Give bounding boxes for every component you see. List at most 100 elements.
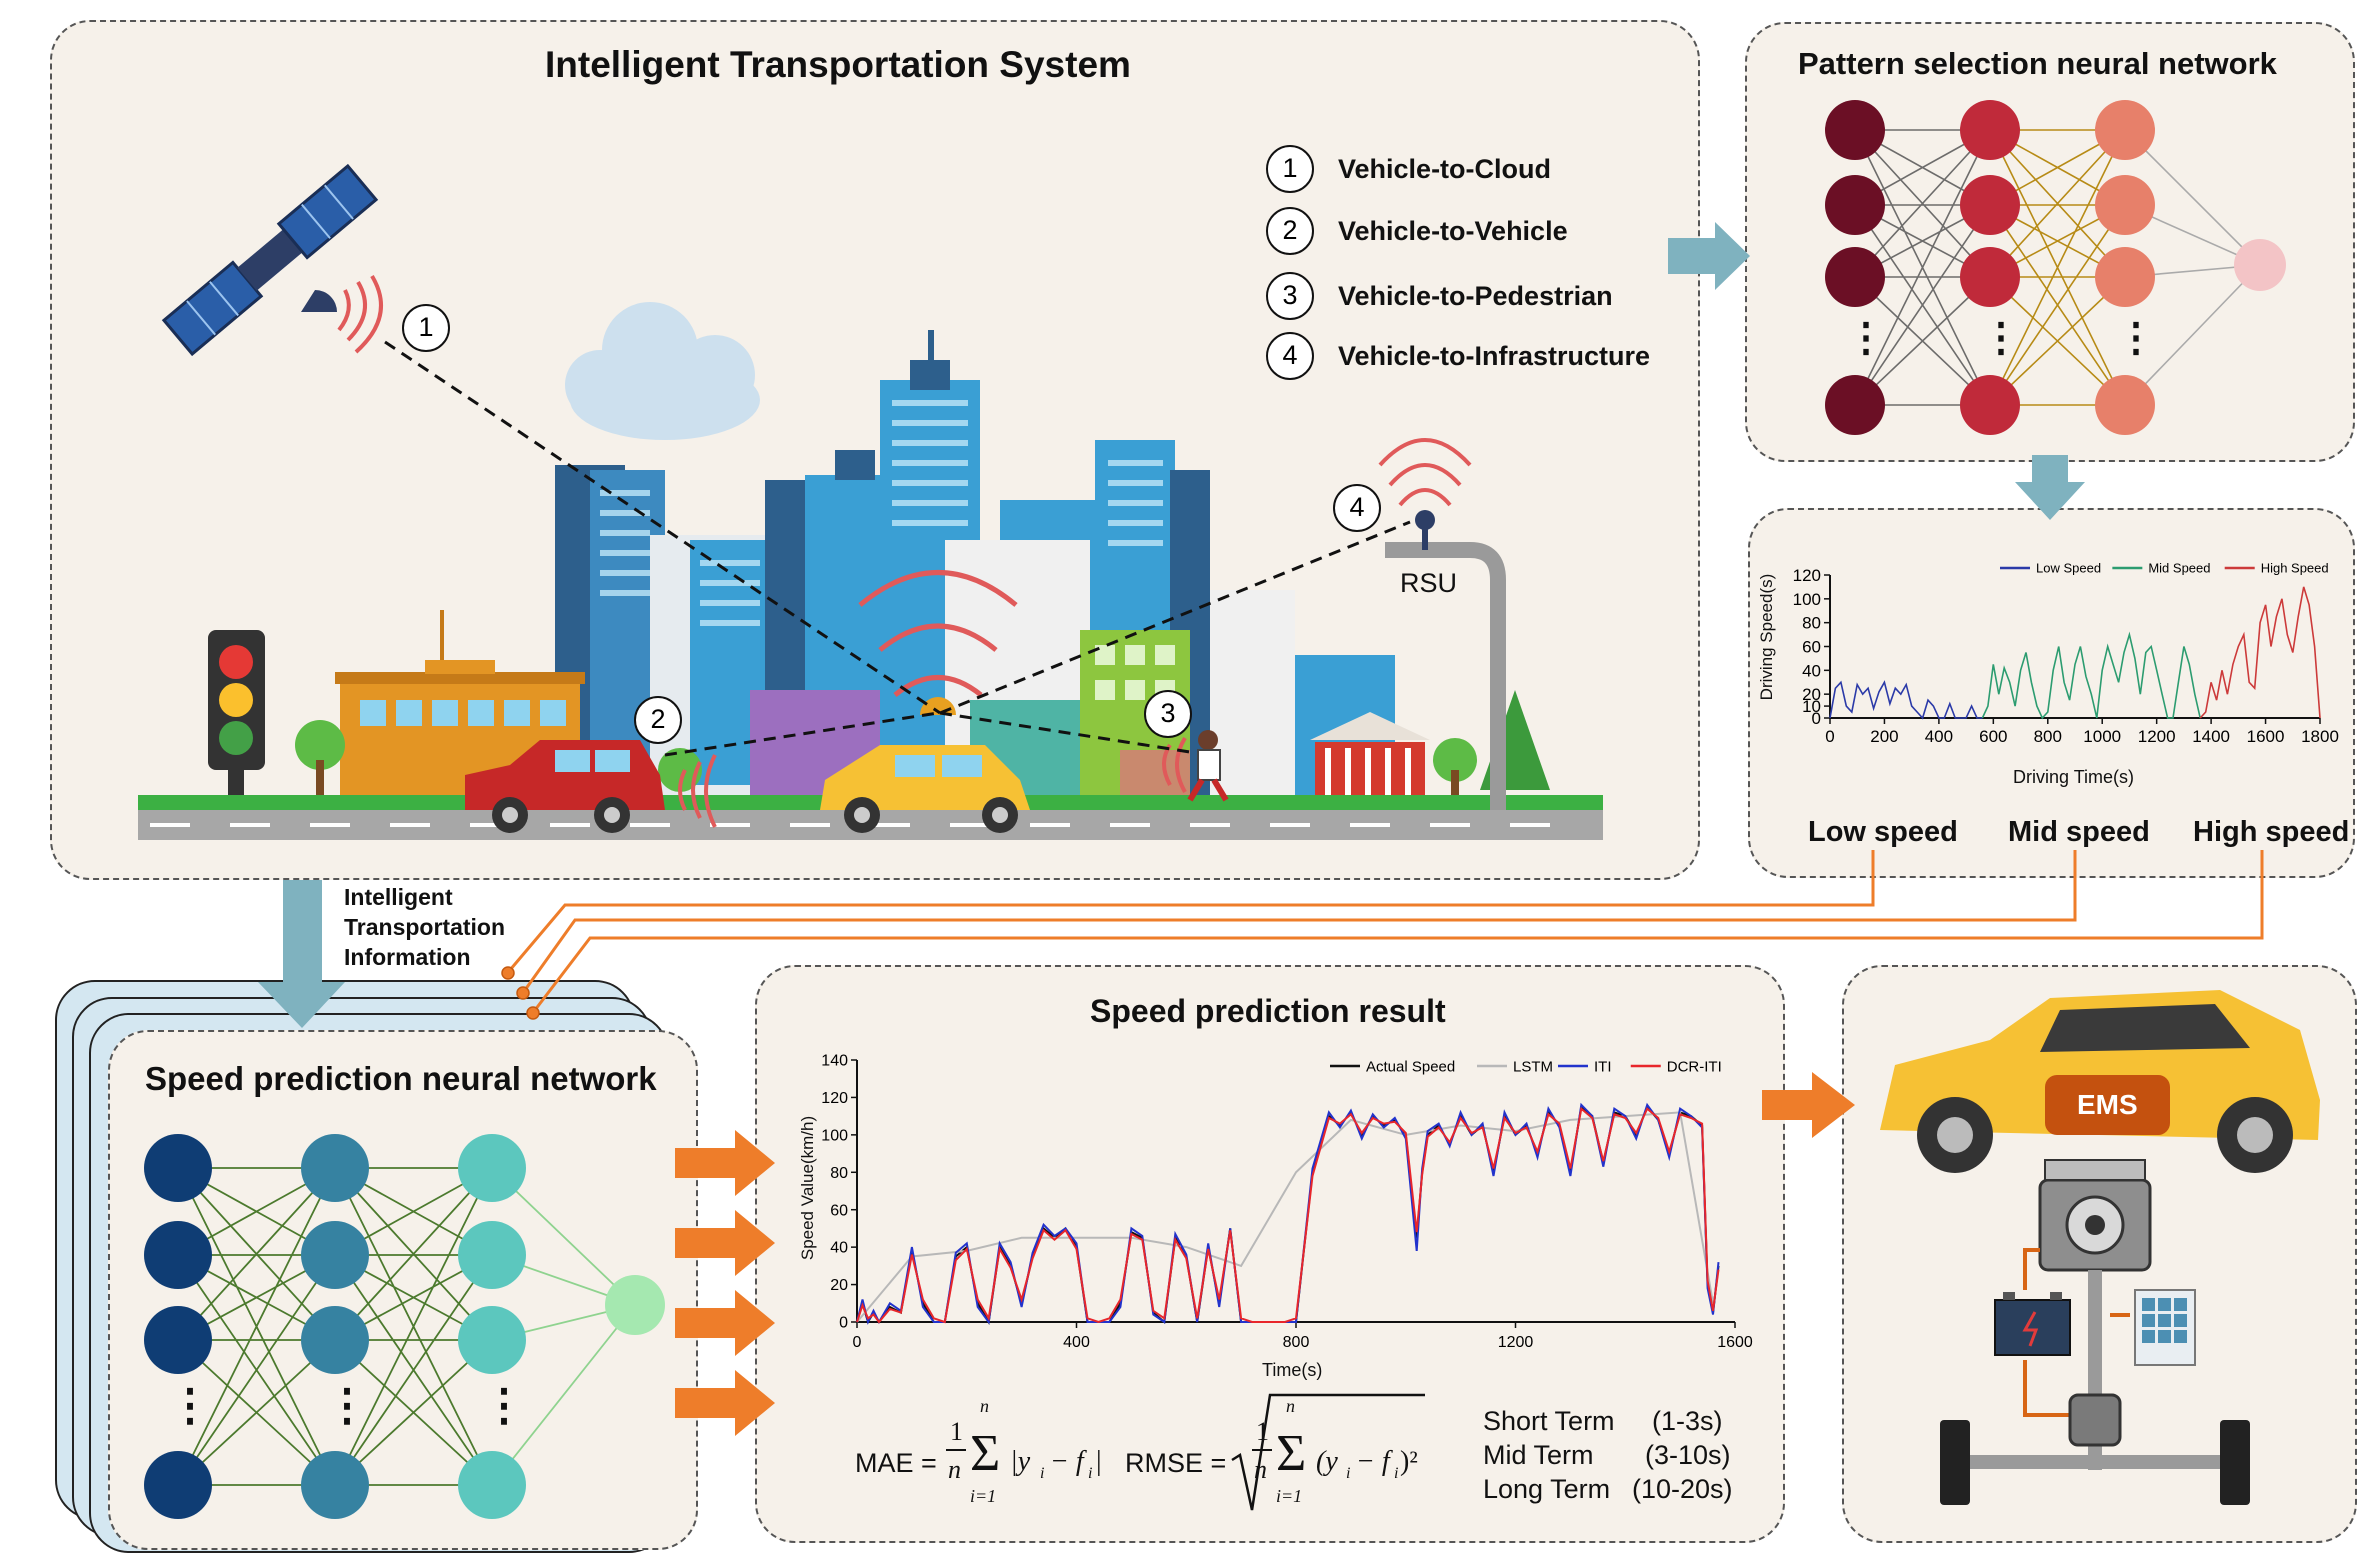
term-long-range: (10-20s) — [1632, 1474, 1733, 1504]
y-tick-label: 60 — [830, 1202, 848, 1219]
svg-text:i: i — [1394, 1465, 1398, 1482]
svg-text:(y: (y — [1316, 1446, 1338, 1477]
svg-text:i: i — [1040, 1465, 1044, 1482]
spnn-panel — [108, 1030, 698, 1550]
legend-entry: ITI — [1594, 1058, 1612, 1075]
arrow-result-to-ems — [1762, 1072, 1855, 1138]
y-tick-label: 120 — [1793, 566, 1821, 585]
legend-num-2: 2 — [1266, 207, 1314, 255]
y-tick-label: 20 — [830, 1277, 848, 1294]
series-line-high-speed — [2199, 586, 2321, 719]
pattern-dots-2: ⋮ — [1981, 316, 2021, 360]
svg-text:i=1: i=1 — [1276, 1486, 1302, 1506]
x-tick-label: 0 — [853, 1334, 862, 1351]
svg-text:Σ: Σ — [970, 1425, 1000, 1482]
svg-text:i: i — [1088, 1465, 1092, 1482]
svg-text:− f: − f — [1356, 1446, 1393, 1477]
arrow-its-to-pattern — [1668, 222, 1750, 290]
series-line-lstm — [856, 1111, 1714, 1323]
svg-text:|y: |y — [1010, 1446, 1031, 1477]
spnn-dots-3: ⋮ — [482, 1381, 526, 1430]
rmse-formula-label: RMSE = — [1125, 1448, 1227, 1478]
legend-entry: DCR-ITI — [1667, 1058, 1722, 1075]
svg-text:1: 1 — [1256, 1417, 1269, 1446]
legend-num-1: 1 — [1266, 145, 1314, 193]
link-marker-3: 3 — [1144, 690, 1192, 738]
y-tick-label: 100 — [1793, 590, 1821, 609]
legend-entry: LSTM — [1513, 1058, 1553, 1075]
x-tick-label: 1800 — [2301, 727, 2339, 746]
pattern-dots-3: ⋮ — [2116, 316, 2156, 360]
term-short-range: (1-3s) — [1652, 1406, 1723, 1436]
rsu-pole-icon — [1378, 438, 1506, 810]
svg-text:1: 1 — [950, 1417, 963, 1446]
battery-icon — [1994, 1292, 2071, 1356]
y-tick-label: 140 — [821, 1053, 848, 1070]
arrow-spnn-to-result-2 — [675, 1210, 775, 1276]
y-tick-label: 80 — [830, 1165, 848, 1182]
svg-text:|: | — [1096, 1446, 1102, 1477]
legend-entry: Mid Speed — [2148, 561, 2210, 576]
legend-label-1: Vehicle-to-Cloud — [1338, 154, 1552, 184]
x-tick-label: 400 — [1925, 727, 1953, 746]
svg-text:n: n — [980, 1396, 989, 1416]
cloud-icon — [565, 302, 760, 440]
legend-label-4: Vehicle-to-Infrastructure — [1338, 341, 1651, 371]
pattern-title: Pattern selection neural network — [1798, 46, 2277, 81]
pattern-dots-1: ⋮ — [1846, 316, 1886, 360]
iti-label-line3: Information — [344, 944, 471, 970]
y-tick-label: 10 — [1802, 697, 1821, 716]
mode-low-label: Low speed — [1808, 816, 1958, 848]
axle-icon — [1940, 1393, 2250, 1505]
pedestrian-icon — [1187, 730, 1229, 802]
term-mid-range: (3-10s) — [1645, 1440, 1731, 1470]
svg-text:− f: − f — [1050, 1446, 1087, 1477]
y-tick-label: 20 — [1802, 685, 1821, 704]
ems-car-icon — [1880, 990, 2320, 1173]
engine-icon — [2038, 1159, 2152, 1272]
satellite-icon — [161, 163, 379, 357]
x-tick-label: 1600 — [2247, 727, 2285, 746]
legend-entry: High Speed — [2261, 561, 2329, 576]
spnn-dots-1: ⋮ — [168, 1381, 212, 1430]
arrow-spnn-to-result-1 — [675, 1130, 775, 1196]
y-tick-label: 40 — [830, 1240, 848, 1257]
svg-text:n: n — [948, 1455, 961, 1484]
series-line-low-speed — [1829, 680, 1983, 720]
result-title: Speed prediction result — [1090, 993, 1446, 1029]
term-mid-name: Mid Term — [1483, 1440, 1594, 1470]
x-tick-label: 600 — [1979, 727, 2007, 746]
red-car-icon — [465, 740, 665, 833]
mode-mid-label: Mid speed — [2008, 816, 2150, 848]
legend-label-3: Vehicle-to-Pedestrian — [1338, 281, 1613, 311]
svg-text:)²: )² — [1400, 1446, 1418, 1477]
x-tick-label: 1000 — [2083, 727, 2121, 746]
yellow-car-icon — [820, 697, 1030, 833]
x-tick-label: 800 — [1283, 1334, 1310, 1351]
legend-entry: Low Speed — [2036, 561, 2101, 576]
svg-text:i: i — [1346, 1465, 1350, 1482]
x-tick-label: 1400 — [2192, 727, 2230, 746]
svg-text:i=1: i=1 — [970, 1486, 996, 1506]
chart1-xlabel: Driving Time(s) — [2013, 767, 2135, 787]
its-title: Intelligent Transportation System — [545, 44, 1131, 85]
spnn-dots-2: ⋮ — [325, 1381, 369, 1430]
legend-entry: Actual Speed — [1366, 1058, 1455, 1075]
link-marker-2: 2 — [634, 696, 682, 744]
x-tick-label: 1200 — [1498, 1334, 1534, 1351]
y-tick-label: 80 — [1802, 614, 1821, 633]
ems-label: EMS — [2077, 1089, 2138, 1120]
svg-text:Σ: Σ — [1276, 1425, 1306, 1482]
x-tick-label: 1600 — [1717, 1334, 1753, 1351]
iti-label-line1: Intelligent — [344, 884, 453, 910]
y-tick-label: 60 — [1802, 637, 1821, 656]
legend-label-2: Vehicle-to-Vehicle — [1338, 216, 1568, 246]
x-tick-label: 800 — [2034, 727, 2062, 746]
